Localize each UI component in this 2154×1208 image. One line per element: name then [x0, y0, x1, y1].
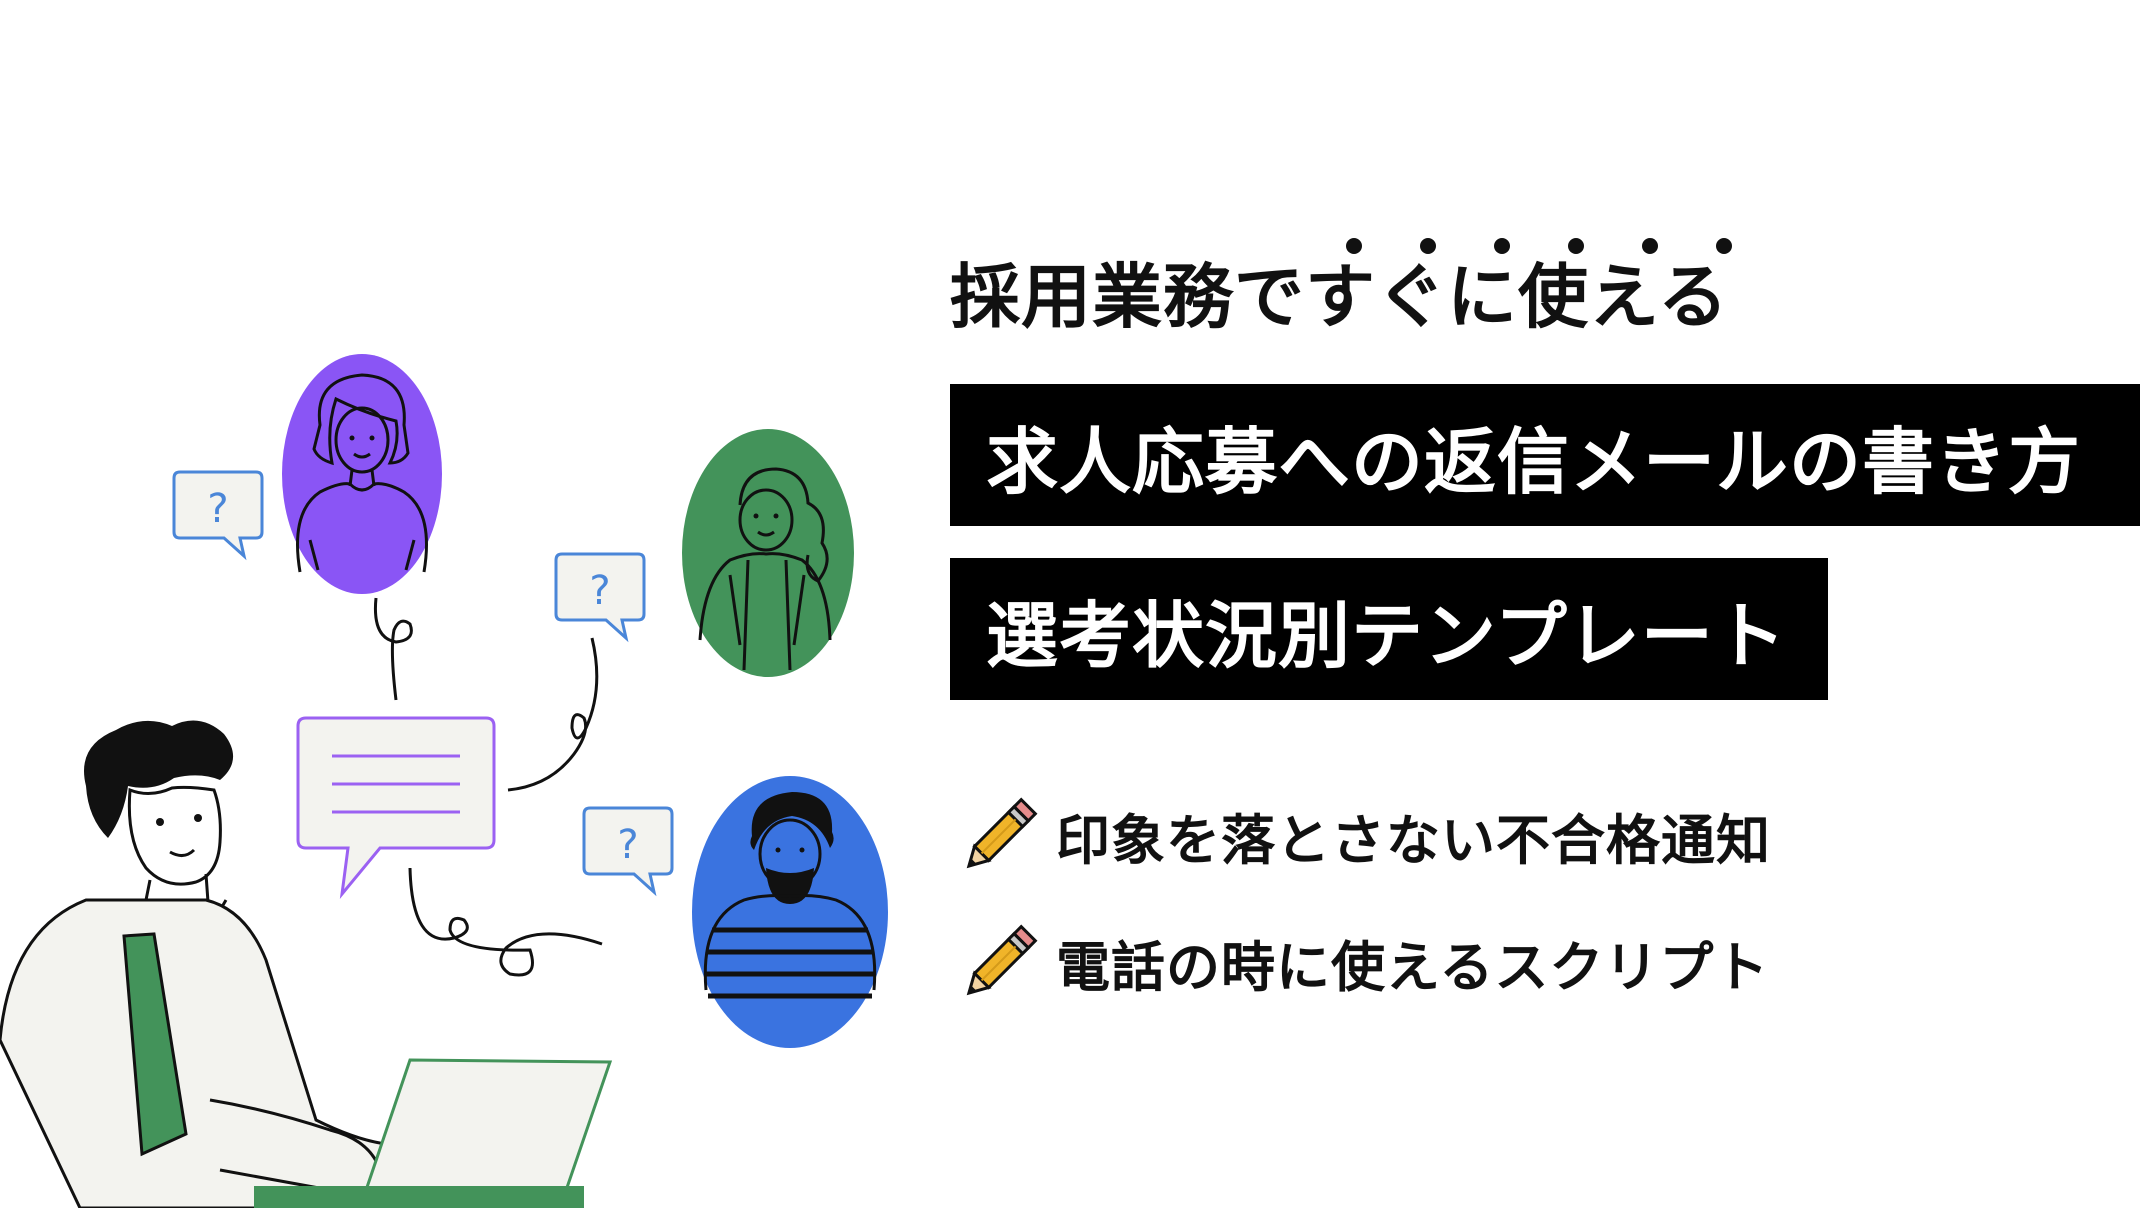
bullet-item: 印象を落とさない不合格通知 [950, 785, 1771, 885]
bearded-man-avatar-icon [692, 776, 888, 1048]
pencil-icon [966, 797, 1038, 869]
page-subtitle-2: 選考状況別テンプレート [986, 593, 1787, 678]
woman-avatar-icon [282, 354, 442, 594]
svg-text:?: ? [589, 568, 610, 614]
emphasis-dots [1346, 238, 1766, 258]
bullet-item: 電話の時に使えるスクリプト [950, 912, 1769, 1012]
bullet-text: 印象を落とさない不合格通知 [1056, 808, 1771, 872]
connector-lines [373, 597, 603, 977]
page-title-box: 求人応募への返信メールの書き方 [950, 384, 2140, 526]
question-bubble-icon: ? [172, 470, 264, 561]
page-subtitle-box: 選考状況別テンプレート [950, 558, 1828, 700]
question-bubble-icon: ? [582, 806, 674, 897]
woman-ponytail-avatar-icon [682, 429, 854, 677]
question-bubble-icon: ? [554, 552, 646, 643]
page-title: 求人応募への返信メールの書き方 [986, 419, 2082, 504]
svg-text:?: ? [617, 822, 638, 868]
recruiter-man-icon [0, 720, 613, 1208]
pencil-icon [966, 924, 1038, 996]
page-subtitle: 採用業務ですぐに使える [950, 256, 1729, 338]
message-card-icon [296, 716, 496, 899]
bullet-text: 電話の時に使えるスクリプト [1056, 935, 1770, 999]
svg-text:?: ? [207, 486, 228, 532]
